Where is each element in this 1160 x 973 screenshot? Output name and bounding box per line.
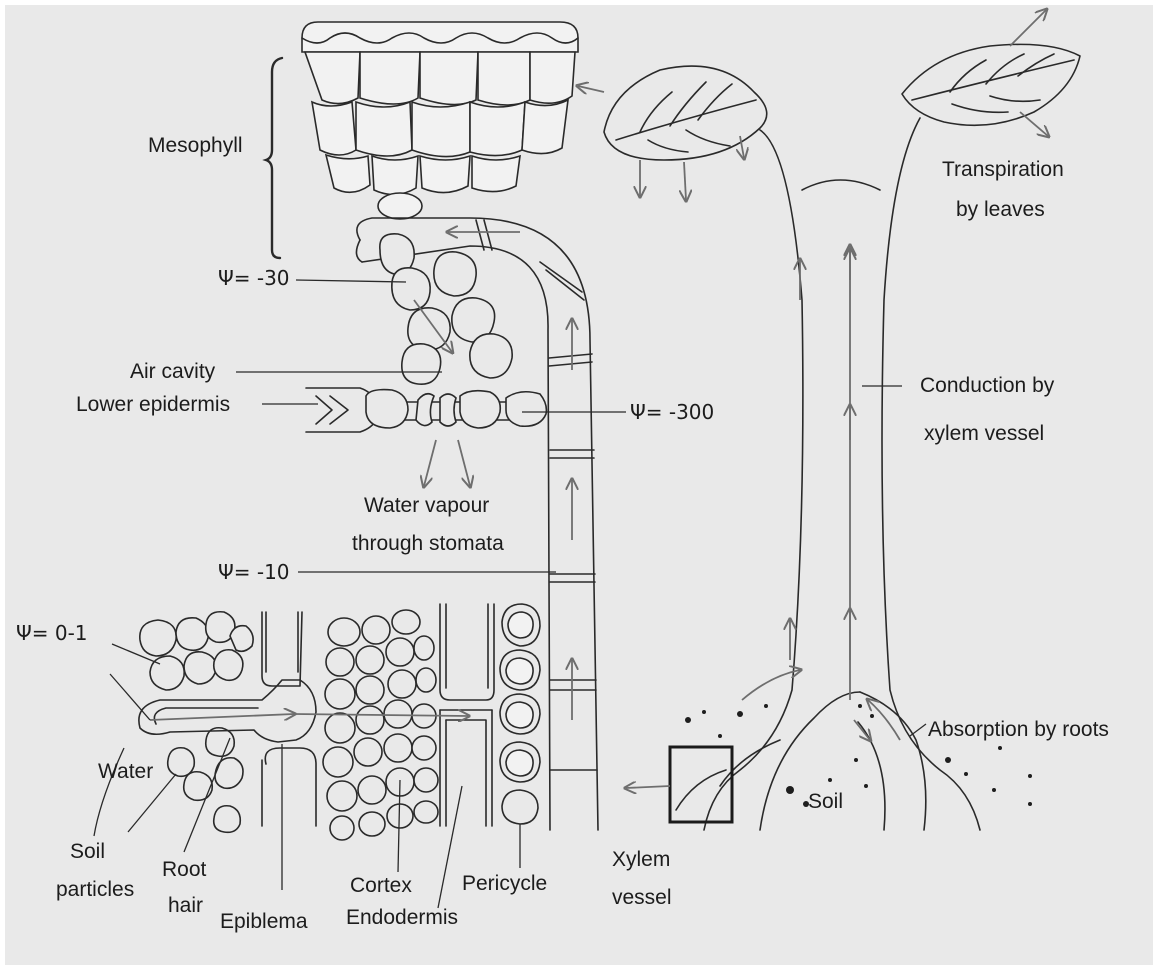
endodermis-label: Endodermis [346, 906, 458, 929]
transpiration-label-line1: Transpiration [942, 158, 1064, 181]
conduction-label-line1: Conduction by [920, 374, 1055, 397]
xylem-vessel-label-line2: vessel [612, 886, 672, 909]
cortex-label: Cortex [350, 874, 412, 897]
psi-minus-300-label: Ψ= -300 [630, 400, 714, 424]
conduction-label-line2: xylem vessel [924, 422, 1044, 445]
soil-label: Soil [808, 790, 843, 813]
soil-particles-label-line1: Soil [70, 840, 105, 863]
root-hair-label-line2: hair [168, 894, 203, 917]
lower-epidermis-label: Lower epidermis [76, 393, 230, 416]
psi-minus-10-label: Ψ= -10 [218, 560, 290, 584]
psi-0-1-label: Ψ= 0-1 [16, 621, 88, 645]
epiblema-label: Epiblema [220, 910, 308, 933]
absorption-label: Absorption by roots [928, 718, 1109, 741]
psi-minus-30-label: Ψ= -30 [218, 266, 290, 290]
transpiration-label-line2: by leaves [956, 198, 1045, 221]
air-cavity-label: Air cavity [130, 360, 216, 383]
water-vapour-label-line2: through stomata [352, 532, 504, 555]
pericycle-label: Pericycle [462, 872, 547, 895]
xylem-vessel-label-line1: Xylem [612, 848, 670, 871]
soil-particles-label-line2: particles [56, 878, 134, 901]
root-hair-label-line1: Root [162, 858, 207, 881]
water-label: Water [98, 760, 153, 783]
water-vapour-label-line1: Water vapour [364, 494, 489, 517]
mesophyll-label: Mesophyll [148, 134, 243, 157]
